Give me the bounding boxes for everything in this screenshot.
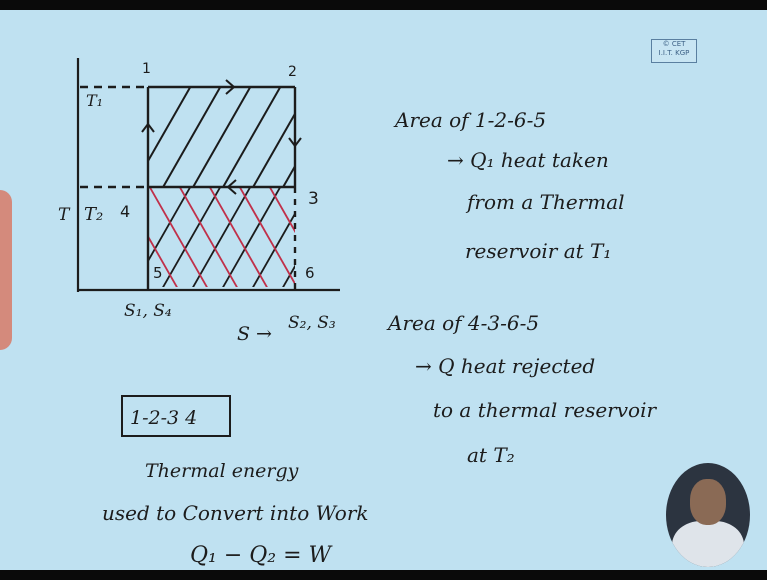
presenter-head [690, 479, 726, 525]
area1-line1: → Q₁ heat taken [447, 148, 609, 172]
stamp-line2: I.I.T. KGP [658, 49, 690, 57]
hatch-q2-black [148, 187, 295, 287]
presenter-body [672, 521, 744, 567]
stamp-line1: © CET [662, 40, 686, 48]
cycle-box-label: 1-2-3 4 [130, 407, 197, 429]
hatch-q2-red [148, 187, 295, 287]
temp-t2-label: T₂ [84, 204, 103, 225]
summary-line2: used to Convert into Work [102, 501, 369, 525]
cet-watermark-stamp: © CET I.I.T. KGP [651, 39, 697, 63]
cycle-box [121, 395, 231, 437]
point-1-label: 1 [142, 61, 151, 77]
s-left-label: S₁, S₄ [124, 301, 172, 321]
point-2-label: 2 [288, 64, 297, 80]
area1-line2: from a Thermal [465, 190, 625, 214]
area2-line1: → Q heat rejected [415, 354, 595, 378]
x-axis-label: S → [237, 323, 272, 345]
area2-line2: to a thermal reservoir [433, 398, 657, 422]
temp-t1-label: T₁ [86, 91, 103, 110]
summary-equation: Q₁ − Q₂ = W [190, 543, 334, 568]
area1-title: Area of 1-2-6-5 [393, 108, 546, 132]
notes-area-1: Area of 1-2-6-5 → Q₁ heat taken from a T… [393, 108, 625, 263]
presenter-video-thumbnail [666, 463, 750, 567]
point-5-label: 5 [153, 264, 163, 282]
cycle-arrows [141, 79, 302, 195]
carnot-cycle [80, 85, 297, 290]
summary-line1: Thermal energy [145, 460, 299, 482]
point-4-label: 4 [120, 202, 130, 221]
area2-line3: at T₂ [467, 443, 515, 467]
s-right-label: S₂, S₃ [288, 313, 336, 333]
point-6-label: 6 [305, 264, 315, 282]
whiteboard: 1 2 3 4 5 6 T₁ T₂ T S₁, S₄ S → S₂, S₃ Ar… [0, 10, 767, 570]
axes [76, 58, 340, 292]
area2-title: Area of 4-3-6-5 [386, 311, 539, 335]
notes-area-2: Area of 4-3-6-5 → Q heat rejected to a t… [386, 311, 657, 467]
ts-diagram-canvas: 1 2 3 4 5 6 T₁ T₂ T S₁, S₄ S → S₂, S₃ Ar… [58, 58, 657, 568]
y-axis-label: T [58, 205, 71, 225]
area1-line3: reservoir at T₁ [465, 239, 611, 263]
hand-at-edge [0, 190, 12, 350]
point-3-label: 3 [308, 189, 319, 209]
